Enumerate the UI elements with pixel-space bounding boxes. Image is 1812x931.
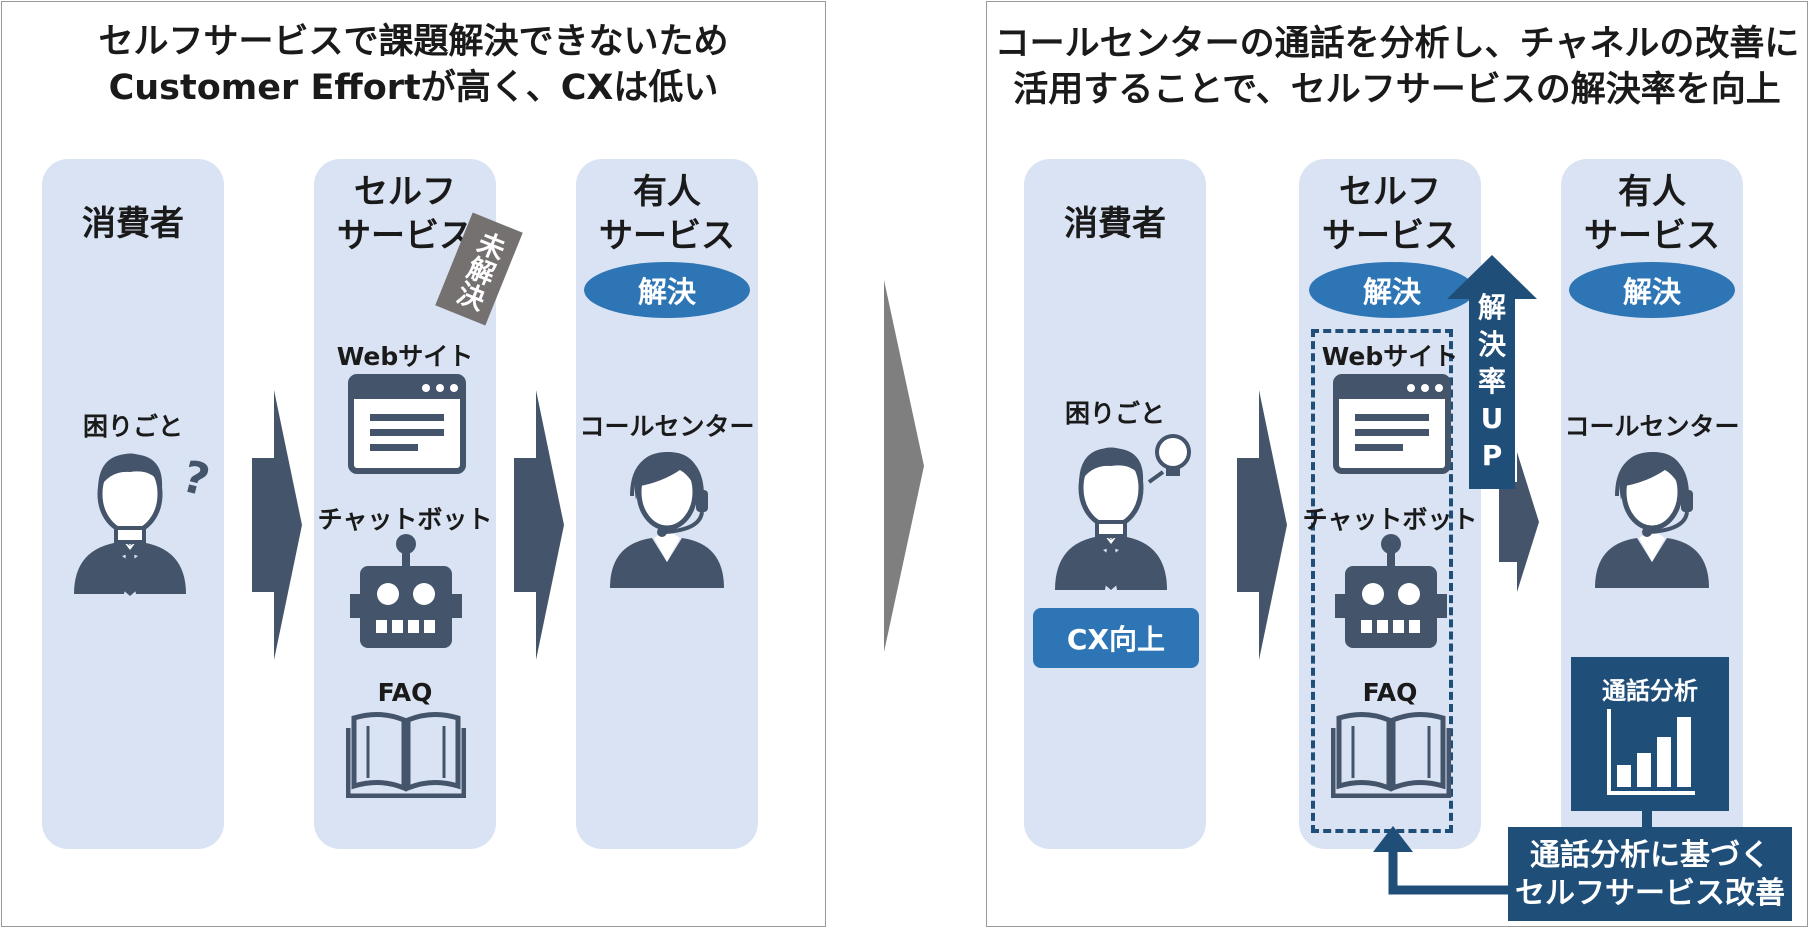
left-manned-resolved-badge: 解決 — [584, 262, 750, 318]
bar-chart-icon — [1605, 707, 1697, 797]
right-faq-label: FAQ — [1362, 678, 1418, 707]
right-callcenter-operator-icon — [1587, 442, 1717, 592]
right-website-label: Webサイト — [1321, 342, 1459, 371]
right-chatbot-robot-icon — [1331, 534, 1451, 654]
self-service-improvement-frame — [1311, 329, 1453, 833]
improvement-label-line1: 通話分析に基づく — [1530, 838, 1770, 873]
call-analysis-box: 通話分析 — [1571, 657, 1729, 811]
transition-arrow — [884, 280, 924, 652]
resolution-up-text: 解 決 率 U P — [1469, 289, 1515, 474]
left-arrow-self-to-manned — [514, 390, 564, 660]
right-self-label-line1: セルフ — [1339, 172, 1441, 212]
confused-person-icon: ? — [68, 442, 218, 602]
faq-book-icon — [346, 708, 466, 798]
right-website-icon — [1333, 374, 1451, 474]
cx-up-label: CX向上 — [1066, 623, 1166, 656]
left-faq-label: FAQ — [377, 678, 433, 707]
left-title-line1: セルフサービスで課題解決できないため — [98, 22, 729, 62]
left-manned-label-line2: サービス — [599, 216, 735, 256]
improvement-label-line2: セルフサービス改善 — [1515, 876, 1785, 911]
right-manned-resolved-badge: 解決 — [1569, 262, 1735, 318]
resolution-up-char-1: 解 — [1477, 291, 1506, 324]
right-consumer-label: 消費者 — [1064, 204, 1166, 244]
right-manned-label-line1: 有人 — [1618, 172, 1686, 212]
right-panel: コールセンターの通話を分析し、チャネルの改善に 活用することで、セルフサービスの… — [986, 1, 1808, 927]
idea-person-icon — [1049, 430, 1199, 595]
website-icon — [348, 374, 466, 474]
left-self-label-line2: サービス — [337, 216, 473, 256]
left-chatbot-label: チャットボット — [317, 505, 493, 534]
right-title-line1: コールセンターの通話を分析し、チャネルの改善に — [994, 24, 1800, 64]
right-faq-book-icon — [1331, 708, 1451, 798]
left-title-line2: Customer Effortが高く、CXは低い — [108, 68, 719, 108]
left-panel: セルフサービスで課題解決できないため Customer Effortが高く、CX… — [1, 1, 826, 927]
call-analysis-label: 通話分析 — [1602, 677, 1698, 705]
left-self-label-line1: セルフ — [354, 172, 456, 212]
left-consumer-label: 消費者 — [82, 204, 184, 244]
right-callcenter-label: コールセンター — [1564, 412, 1740, 441]
left-manned-label-line1: 有人 — [633, 172, 701, 212]
right-arrow-consumer-to-self — [1237, 390, 1287, 660]
resolution-up-char-3: 率 — [1477, 365, 1506, 398]
right-manned-label-line2: サービス — [1584, 216, 1720, 256]
resolution-up-char-4: U — [1480, 402, 1504, 435]
right-chatbot-label: チャットボット — [1302, 505, 1478, 534]
right-trouble-label: 困りごと — [1064, 399, 1165, 428]
right-title-line2: 活用することで、セルフサービスの解決率を向上 — [1013, 70, 1781, 110]
resolution-up-arrow — [1447, 255, 1537, 489]
resolution-up-char-2: 決 — [1477, 328, 1506, 361]
right-self-label-line2: サービス — [1322, 216, 1458, 256]
chatbot-robot-icon — [346, 534, 466, 654]
analysis-connector — [1642, 811, 1652, 827]
left-trouble-label: 困りごと — [82, 412, 183, 441]
callcenter-operator-icon — [602, 442, 732, 592]
left-website-label: Webサイト — [336, 342, 474, 371]
cx-up-badge: CX向上 — [1033, 608, 1199, 668]
left-arrow-consumer-to-self — [252, 390, 302, 660]
improvement-box: 通話分析に基づく セルフサービス改善 — [1508, 827, 1792, 921]
left-callcenter-label: コールセンター — [579, 412, 755, 441]
svg-text:?: ? — [177, 451, 214, 507]
right-self-resolved-badge: 解決 — [1309, 262, 1475, 318]
resolution-up-char-5: P — [1481, 439, 1503, 472]
feedback-arrow — [1369, 826, 1514, 900]
